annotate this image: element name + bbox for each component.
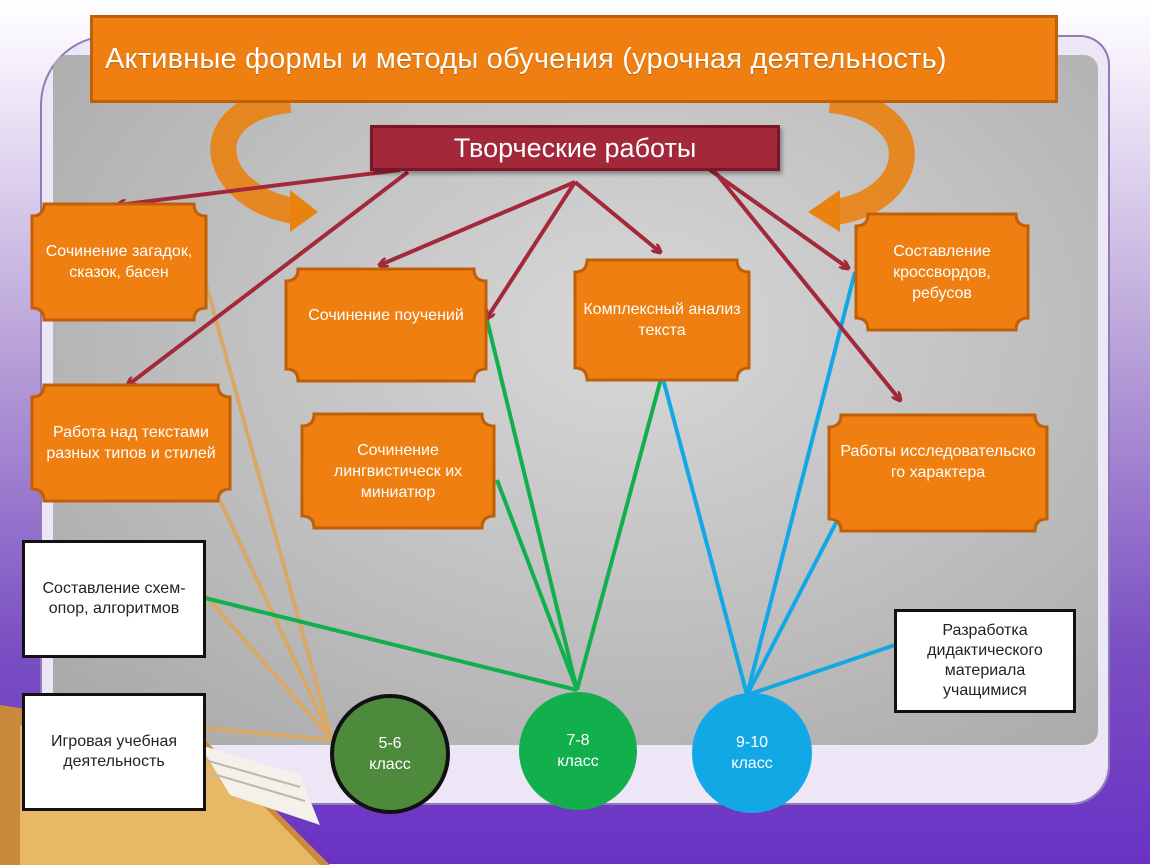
grade-5-6-circle: 5-6 класс [330, 694, 450, 814]
node-complex-analysis-label: Комплексный анализ текста [583, 301, 741, 339]
node-texts-label: Работа над текстами разных типов и стиле… [46, 424, 216, 462]
node-teachings-label: Сочинение поучений [308, 306, 464, 324]
node-miniatures: Сочинение лингвистическ их миниатюр [300, 412, 496, 530]
box-game: Игровая учебная деятельность [22, 693, 206, 811]
node-miniatures-label: Сочинение лингвистическ их миниатюр [333, 441, 463, 501]
node-complex-analysis: Комплексный анализ текста [573, 258, 751, 382]
node-research-label: Работы исследовательско го характера [840, 443, 1036, 481]
grade-9-10-circle: 9-10 класс [692, 693, 812, 813]
node-crosswords: Составление кроссвордов, ребусов [854, 212, 1030, 332]
node-texts: Работа над текстами разных типов и стиле… [30, 383, 232, 503]
center-topic: Творческие работы [370, 125, 780, 171]
node-riddles: Сочинение загадок, сказок, басен [30, 202, 208, 322]
node-research: Работы исследовательско го характера [827, 413, 1049, 533]
node-riddles-label: Сочинение загадок, сказок, басен [45, 243, 193, 281]
page-title: Активные формы и методы обучения (урочна… [90, 15, 1058, 103]
box-schemes: Составление схем-опор, алгоритмов [22, 540, 206, 658]
box-didactic: Разработка дидактического материала учащ… [894, 609, 1076, 713]
node-crosswords-label: Составление кроссвордов, ребусов [893, 242, 991, 302]
node-teachings: Сочинение поучений [284, 267, 488, 383]
grade-7-8-circle: 7-8 класс [519, 692, 637, 810]
